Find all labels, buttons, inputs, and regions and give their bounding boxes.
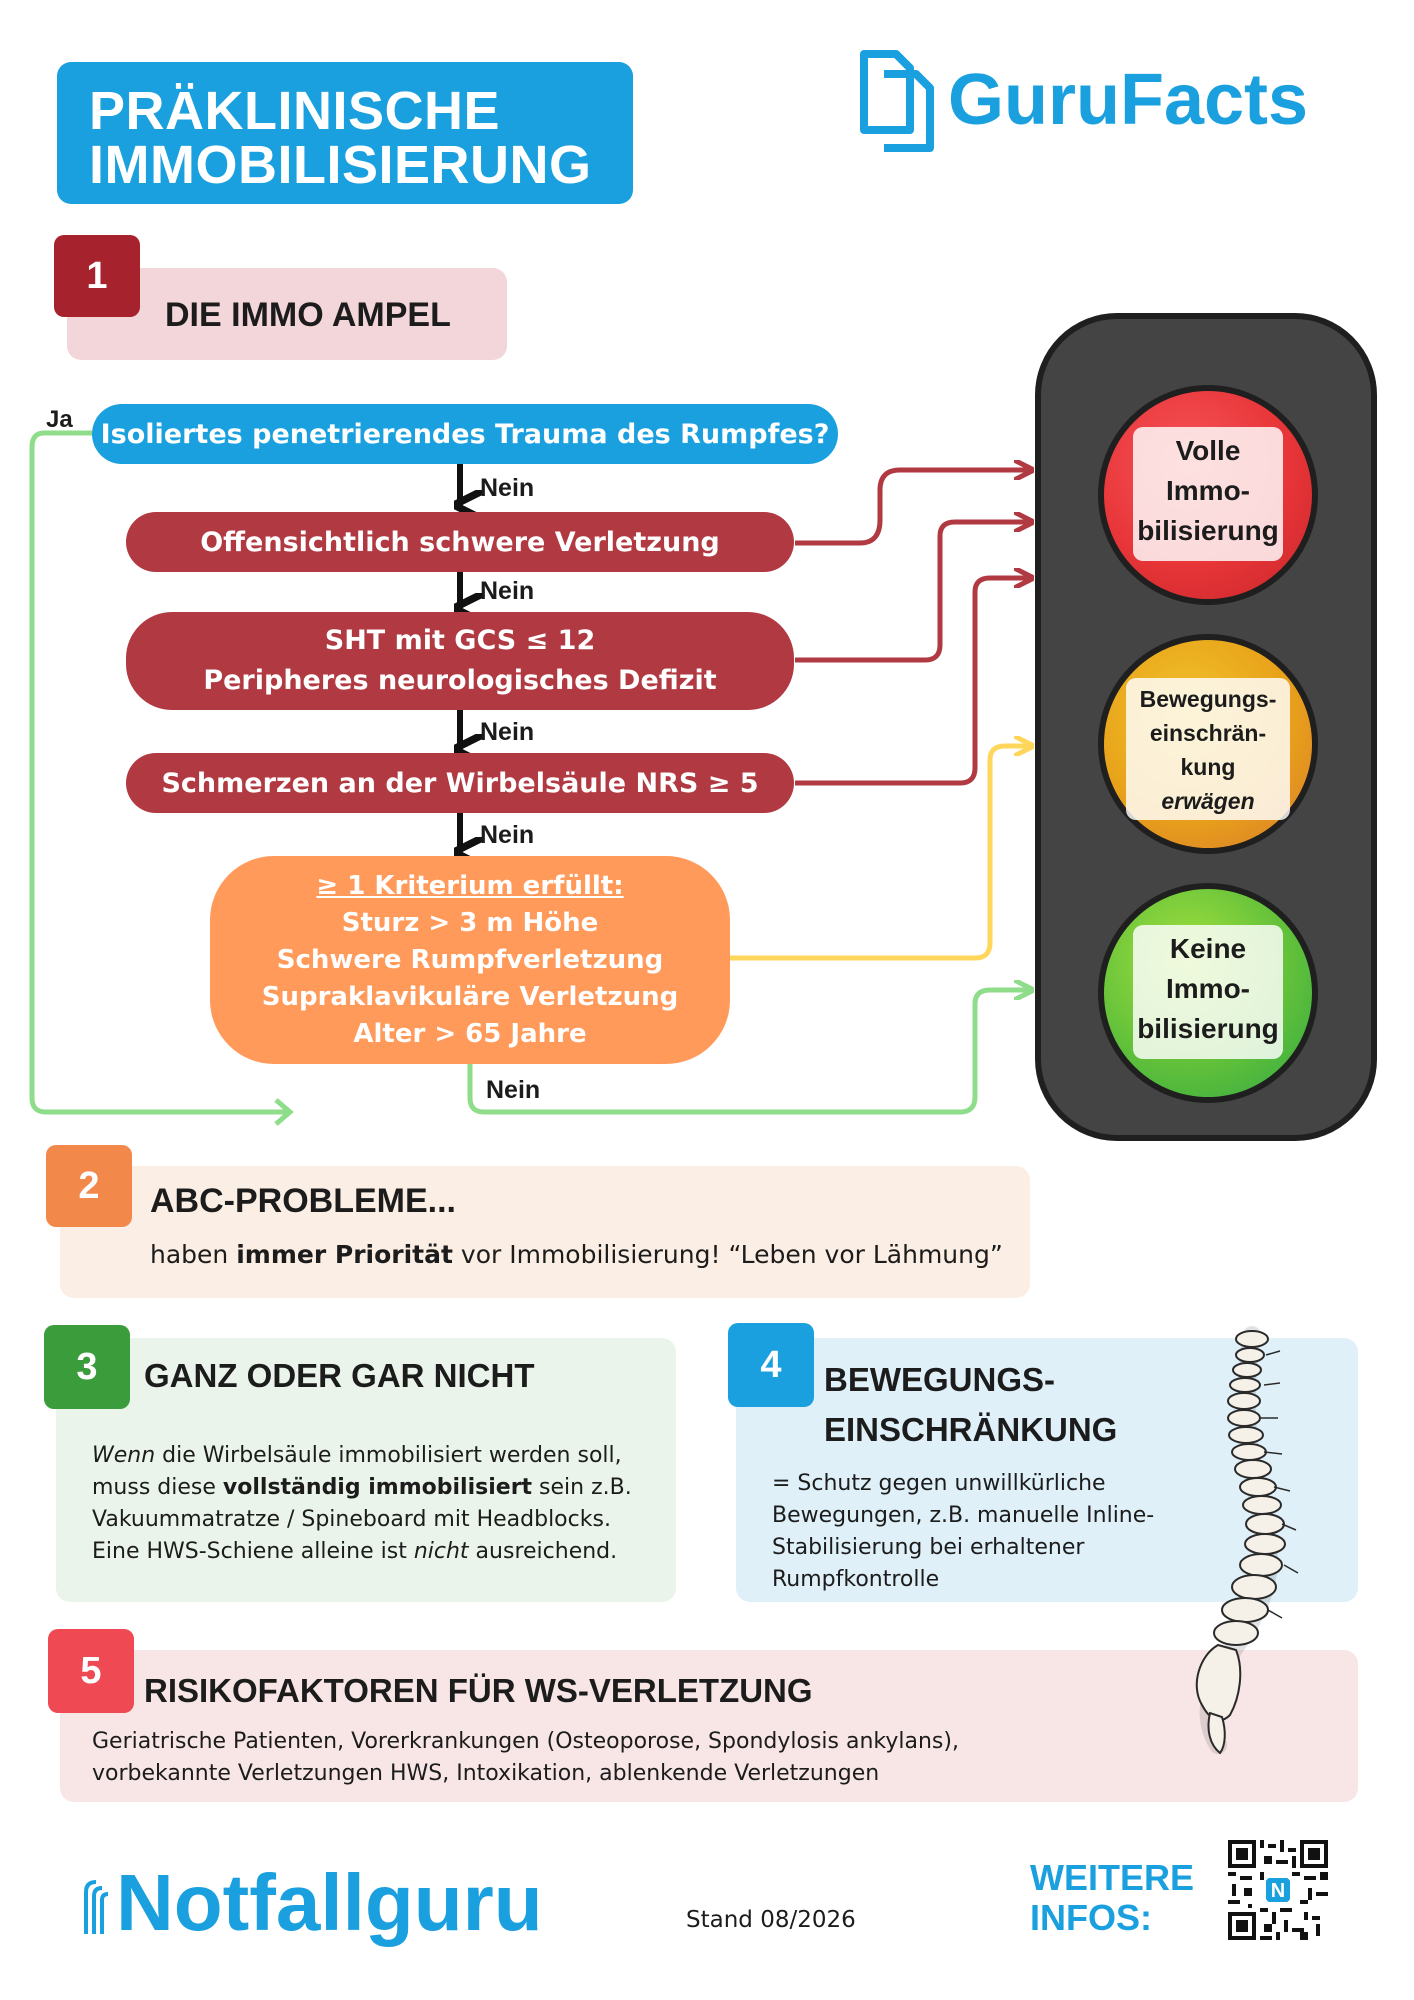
step-schmerzen-ws: Schmerzen an der Wirbelsäule NRS ≥ 5: [126, 753, 794, 813]
section-5-number: 5: [48, 1629, 134, 1713]
weitere-line-1: WEITERE: [1030, 1857, 1195, 1898]
section-5-text: Geriatrische Patienten, Vorerkrankungen …: [92, 1726, 959, 1790]
section-5-line-1: Geriatrische Patienten, Vorerkrankungen …: [92, 1729, 959, 1754]
section-1-title: DIE IMMO AMPEL: [165, 296, 451, 334]
section-3-line-4: Eine HWS-Schiene alleine ist nicht ausre…: [92, 1536, 632, 1568]
section-2-number: 2: [46, 1145, 132, 1227]
lamp-yellow-text-2: einschrän-: [1149, 720, 1267, 746]
red-connector-3: [795, 578, 1030, 786]
criteria-item: Sturz > 3 m Höhe: [341, 907, 599, 938]
lamp-red-text-3: bilisierung: [1137, 515, 1279, 546]
section-5-bg: [60, 1650, 1358, 1802]
section-5-line-2: vorbekannte Verletzungen HWS, Intoxikati…: [92, 1761, 880, 1786]
section-3-l2-a: muss diese: [92, 1475, 223, 1500]
nein-label-2: Nein: [480, 577, 535, 605]
title-banner: PRÄKLINISCHE IMMOBILISIERUNG: [57, 62, 633, 204]
lamp-yellow-label: Bewegungs- einschrän- kung erwägen: [1126, 678, 1290, 820]
nein-green-connector: [467, 990, 1030, 1115]
lamp-red-label: Volle Immo- bilisierung: [1133, 427, 1283, 561]
lamp-yellow-text-1: Bewegungs-: [1139, 686, 1277, 712]
spine-illustration: [1195, 1326, 1299, 1755]
weitere-line-2: INFOS:: [1030, 1897, 1152, 1938]
section-5-title: RISIKOFAKTOREN FÜR WS-VERLETZUNG: [144, 1672, 813, 1709]
yellow-connector: [730, 746, 1030, 961]
section-2-title: ABC-PROBLEME...: [150, 1182, 456, 1220]
lamp-green: Keine Immo- bilisierung: [1098, 883, 1318, 1103]
nein-label-5: Nein: [486, 1076, 541, 1104]
section-3-l1-rest: die Wirbelsäule immobilisiert werden sol…: [155, 1443, 622, 1468]
criteria-heading: ≥ 1 Kriterium erfüllt:: [316, 870, 624, 901]
section-2-text-emphasis: immer Priorität: [236, 1240, 453, 1269]
section-4-title-1: BEWEGUNGS-: [824, 1361, 1055, 1398]
lamp-green-text-3: bilisierung: [1137, 1013, 1279, 1044]
criteria-item: Schwere Rumpfverletzung: [276, 944, 664, 975]
red-connector-1: [795, 470, 1030, 546]
section-2-bg: [60, 1166, 1030, 1298]
nein-label-4: Nein: [480, 821, 535, 849]
section-3-line-2: muss diese vollständig immobilisiert sei…: [92, 1472, 632, 1504]
weitere-infos: WEITERE INFOS:: [1030, 1858, 1194, 1938]
step-schwere-verletzung: Offensichtlich schwere Verletzung: [126, 512, 794, 572]
gurufacts-logo: GuruFacts: [948, 60, 1309, 140]
nein-label-3: Nein: [480, 718, 535, 746]
lamp-green-text-1: Keine: [1169, 933, 1247, 964]
ja-connector: [29, 430, 290, 1115]
lamp-green-label: Keine Immo- bilisierung: [1133, 925, 1283, 1059]
section-1-header-bg: [67, 268, 507, 360]
lamp-yellow: Bewegungs- einschrän- kung erwägen: [1098, 634, 1318, 854]
nein-label-1: Nein: [480, 474, 535, 502]
title-line-1: PRÄKLINISCHE: [89, 81, 501, 141]
qr-center-logo: N: [1271, 1880, 1285, 1902]
red-connector-2: [795, 522, 1030, 663]
criteria-item: Supraklavikuläre Verletzung: [261, 981, 679, 1012]
section-3-number: 3: [44, 1325, 130, 1409]
green-arrowhead-bottom: [274, 1098, 294, 1126]
section-4-line-4: Rumpfkontrolle: [772, 1567, 940, 1592]
section-2-text-c: vor Immobilisierung! “Leben vor Lähmung”: [452, 1240, 1003, 1269]
lamp-yellow-text-4: erwägen: [1161, 788, 1255, 814]
stand-date: Stand 08/2026: [686, 1907, 856, 1933]
notfallguru-mark-icon: [84, 1880, 109, 1934]
section-3-line-1: Wenn die Wirbelsäule immobilisiert werde…: [92, 1440, 632, 1472]
section-4-title: BEWEGUNGS- EINSCHRÄNKUNG: [824, 1355, 1117, 1455]
section-2-text-a: haben: [150, 1240, 237, 1269]
section-3-bg: [56, 1338, 676, 1602]
title-line-2: IMMOBILISIERUNG: [89, 135, 592, 195]
lamp-red: Volle Immo- bilisierung: [1098, 385, 1318, 605]
section-4-line-1: = Schutz gegen unwillkürliche: [772, 1471, 1106, 1496]
lamp-red-text-2: Immo-: [1166, 475, 1250, 506]
step-sht-line: SHT mit GCS ≤ 12: [324, 625, 596, 656]
lamp-yellow-text-3: kung: [1180, 754, 1236, 780]
section-3-line-3: Vakuummatratze / Spineboard mit Headbloc…: [92, 1507, 611, 1532]
criteria-box: ≥ 1 Kriterium erfüllt: Sturz > 3 m Höhe …: [210, 856, 730, 1064]
section-4-line-3: Stabilisierung bei erhaltener: [772, 1535, 1085, 1560]
lamp-green-text-2: Immo-: [1166, 973, 1250, 1004]
section-3-l4-italic: nicht: [413, 1539, 469, 1564]
section-3-title: GANZ ODER GAR NICHT: [144, 1357, 535, 1394]
section-1-number: 1: [54, 235, 140, 317]
ja-label: Ja: [46, 406, 73, 433]
section-3-l4-c: ausreichend.: [468, 1539, 618, 1564]
section-4-number: 4: [728, 1323, 814, 1407]
start-question: Isoliertes penetrierendes Trauma des Rum…: [92, 404, 838, 464]
section-3-l2-c: sein z.B.: [532, 1475, 632, 1500]
section-4-text: = Schutz gegen unwillkürliche Bewegungen…: [772, 1468, 1154, 1596]
criteria-item: Alter > 65 Jahre: [353, 1018, 587, 1049]
qr-code[interactable]: N: [1228, 1840, 1328, 1940]
section-3-l2-bold: vollständig immobilisiert: [222, 1475, 533, 1500]
section-2-text: haben immer Priorität vor Immobilisierun…: [150, 1238, 1003, 1272]
document-icon: [860, 50, 934, 152]
section-3-text: Wenn die Wirbelsäule immobilisiert werde…: [92, 1440, 632, 1568]
section-3-wenn: Wenn: [92, 1443, 156, 1468]
step-sht-neuro: SHT mit GCS ≤ 12 Peripheres neurologisch…: [126, 612, 794, 710]
section-4-title-2: EINSCHRÄNKUNG: [824, 1411, 1118, 1448]
notfallguru-logo: Notfallguru: [116, 1858, 543, 1947]
section-3-l4-a: Eine HWS-Schiene alleine ist: [92, 1539, 414, 1564]
lamp-red-text-1: Volle: [1175, 435, 1241, 466]
step-neuro-line: Peripheres neurologisches Defizit: [203, 665, 717, 696]
section-4-line-2: Bewegungen, z.B. manuelle Inline-: [772, 1503, 1155, 1528]
